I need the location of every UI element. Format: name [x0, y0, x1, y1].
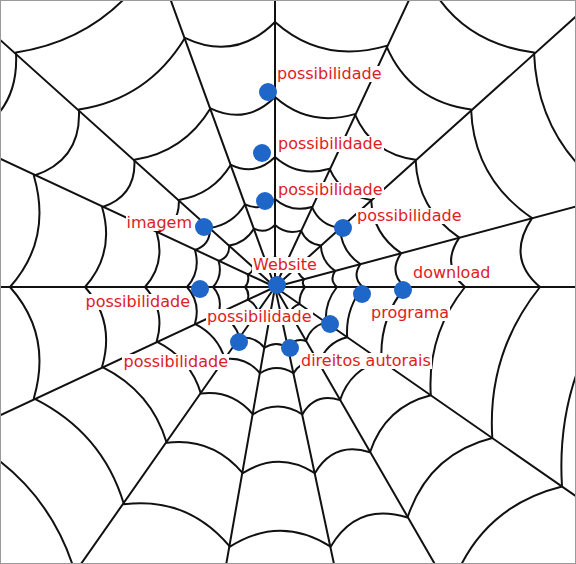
web-node: possibilidade	[356, 207, 463, 225]
web-node: Website	[252, 256, 318, 274]
node-dot	[321, 315, 339, 333]
web-node: possibilidade	[84, 293, 191, 311]
node-label: download	[412, 265, 491, 281]
web-node: possibilidade	[122, 353, 229, 371]
web-node: possibilidade	[277, 181, 384, 199]
node-label: programa	[370, 305, 450, 321]
web-node: possibilidade	[276, 65, 383, 83]
web-ring	[187, 199, 363, 373]
web-ring	[85, 97, 465, 473]
node-label: possibilidade	[276, 66, 383, 82]
node-dot	[256, 192, 274, 210]
node-label: imagem	[126, 215, 193, 231]
web-ring	[145, 157, 405, 414]
web-node: imagem	[126, 214, 193, 232]
node-dot	[334, 219, 352, 237]
node-label: possibilidade	[277, 182, 384, 198]
web-node: direitos autorais	[300, 352, 432, 370]
web-node: possibilidade	[206, 308, 313, 326]
node-dot	[268, 276, 286, 294]
node-dot	[394, 281, 412, 299]
node-label: possibilidade	[356, 208, 463, 224]
node-label: direitos autorais	[300, 353, 432, 369]
node-label: Website	[252, 257, 318, 273]
node-label: possibilidade	[277, 136, 384, 152]
web-ring	[213, 225, 337, 348]
node-label: possibilidade	[122, 354, 229, 370]
node-label: possibilidade	[84, 294, 191, 310]
node-dot	[230, 333, 248, 351]
web-node: download	[412, 264, 491, 282]
web-ring	[10, 22, 540, 547]
web-node: possibilidade	[277, 135, 384, 153]
web-node: programa	[370, 304, 450, 322]
node-dot	[253, 144, 271, 162]
node-dot	[281, 339, 299, 357]
node-label: possibilidade	[206, 309, 313, 325]
node-dot	[259, 83, 277, 101]
node-dot	[353, 285, 371, 303]
node-dot	[191, 280, 209, 298]
node-dot	[195, 218, 213, 236]
